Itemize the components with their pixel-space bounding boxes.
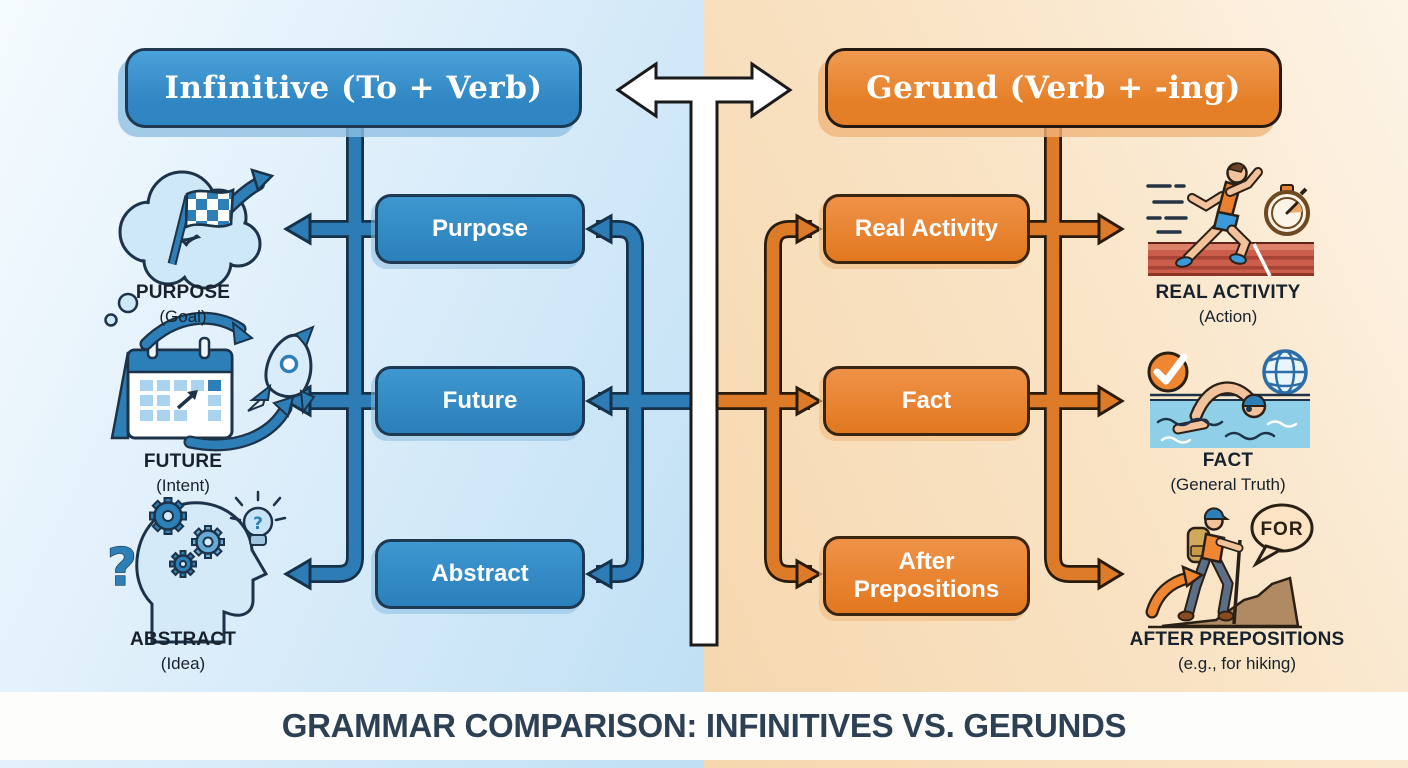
infinitive-connectors (283, 126, 692, 591)
calendar-grid (140, 380, 221, 421)
thought-cloud-flag-icon (104, 168, 275, 327)
stopwatch-icon (1264, 184, 1310, 236)
node-real-activity-label: Real Activity (854, 215, 999, 243)
center-split-arrow (615, 61, 793, 647)
hiker-figure (1177, 507, 1244, 625)
lightbulb-icon: ? (229, 490, 287, 546)
caption-fact: FACT (General Truth) (1098, 450, 1358, 495)
node-real-activity: Real Activity (823, 194, 1030, 264)
head-gears-idea-icon: ? ? (106, 490, 287, 644)
caption-after-prepositions: AFTER PREPOSITIONS (e.g., for hiking) (1107, 629, 1367, 674)
caption-future: FUTURE (Intent) (53, 451, 313, 496)
caption-purpose: PURPOSE (Goal) (53, 282, 313, 327)
curved-arrow-icon (1181, 564, 1205, 589)
speed-lines (1146, 184, 1188, 234)
svg-text:?: ? (253, 514, 263, 534)
gear-large (149, 497, 187, 535)
caption-future-label: FUTURE (143, 451, 223, 472)
gear-small (169, 550, 197, 578)
gerund-header: Gerund (Verb + -ing) (825, 48, 1282, 128)
gear-medium (191, 525, 225, 559)
caption-real-activity-label: REAL ACTIVITY (1155, 282, 1301, 303)
orange-arrowheads (795, 212, 1125, 591)
node-future: Future (375, 366, 585, 436)
node-purpose: Purpose (375, 194, 585, 264)
speech-bubble-text: FOR (1260, 519, 1303, 540)
runner-figure (1175, 162, 1263, 268)
check-badge-icon (1147, 351, 1189, 393)
node-fact-label: Fact (901, 387, 952, 415)
caption-abstract-label: ABSTRACT (129, 629, 237, 650)
caption-fact-sublabel: (General Truth) (1170, 475, 1286, 494)
gerund-connectors (716, 126, 1125, 591)
node-purpose-label: Purpose (431, 215, 529, 243)
node-fact: Fact (823, 366, 1030, 436)
infinitive-header: Infinitive (To + Verb) (125, 48, 582, 128)
caption-real-activity: REAL ACTIVITY (Action) (1098, 282, 1358, 327)
caption-after-prepositions-sublabel: (e.g., for hiking) (1177, 654, 1297, 673)
globe-icon (1262, 349, 1308, 395)
caption-future-sublabel: (Intent) (156, 476, 210, 495)
caption-after-prepositions-label: AFTER PREPOSITIONS (1129, 629, 1345, 650)
caption-fact-label: FACT (1202, 450, 1254, 471)
question-mark: ? (107, 538, 137, 598)
caption-purpose-label: PURPOSE (135, 282, 231, 303)
blue-arrowheads (283, 212, 613, 591)
footer-title: GRAMMAR COMPARISON: INFINITIVES VS. GERU… (281, 707, 1127, 744)
node-future-label: Future (442, 387, 518, 415)
runner-stopwatch-icon (1146, 162, 1314, 277)
infinitive-header-label: Infinitive (To + Verb) (164, 70, 543, 106)
calendar-rocket-icon (110, 311, 316, 452)
gerund-header-label: Gerund (Verb + -ing) (866, 70, 1241, 106)
caption-real-activity-sublabel: (Action) (1198, 307, 1258, 326)
swimmer-globe-icon (1147, 349, 1310, 448)
node-after-prepositions-label: After Prepositions (853, 548, 1000, 603)
swimmer-figure (1172, 381, 1267, 435)
footer-band: GRAMMAR COMPARISON: INFINITIVES VS. GERU… (0, 692, 1408, 760)
node-after-prepositions: After Prepositions (823, 536, 1030, 616)
caption-purpose-sublabel: (Goal) (159, 307, 207, 326)
node-abstract-label: Abstract (431, 560, 529, 588)
hiker-speech-icon: FOR (1145, 503, 1314, 629)
speech-bubble: FOR (1250, 503, 1314, 569)
caption-abstract-sublabel: (Idea) (160, 654, 206, 673)
water-waves (1156, 417, 1298, 444)
caption-abstract: ABSTRACT (Idea) (53, 629, 313, 674)
node-abstract: Abstract (375, 539, 585, 609)
